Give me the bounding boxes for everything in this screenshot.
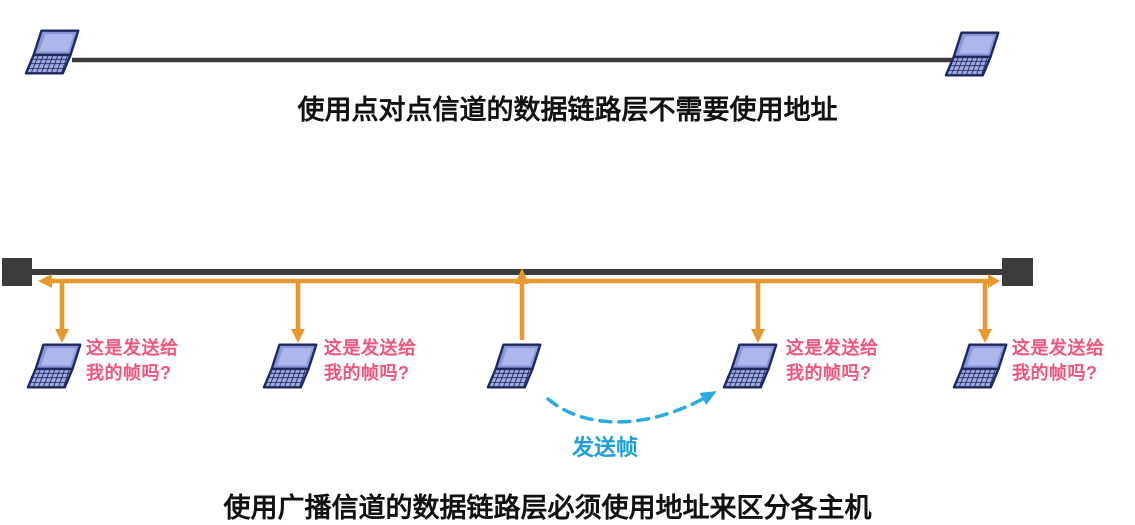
arrowhead-down-host4-icon: [751, 329, 765, 343]
arrowhead-down-host5-icon: [978, 329, 992, 343]
laptop-icon-host-2: [262, 343, 318, 389]
arrowhead-left-icon: [38, 274, 52, 288]
bus-terminator-left: [2, 258, 32, 286]
frame-question-line1: 这是发送给: [1012, 338, 1105, 358]
laptop-icon-host-1: [26, 343, 82, 389]
frame-question-line2: 我的帧吗?: [786, 363, 872, 383]
laptop-icon-host-5: [952, 343, 1008, 389]
broadcast-arrowheads: [38, 268, 1000, 343]
send-frame-label: 发送帧: [572, 435, 639, 460]
laptop-icon-host-4: [722, 343, 778, 389]
laptop-icon-top-left: [24, 29, 80, 75]
laptop-icon-top-right: [944, 31, 1000, 77]
frame-question-host-1: 这是发送给 我的帧吗?: [86, 336, 179, 386]
broadcast-caption: 使用广播信道的数据链路层必须使用地址来区分各主机: [223, 493, 872, 523]
p2p-caption: 使用点对点信道的数据链路层不需要使用地址: [297, 95, 838, 125]
arrowhead-down-host1-icon: [55, 329, 69, 343]
frame-question-line2: 我的帧吗?: [324, 363, 410, 383]
bus-terminator-right: [1002, 258, 1033, 286]
frame-question-line2: 我的帧吗?: [1012, 363, 1098, 383]
send-frame-arrow: [546, 391, 717, 424]
broadcast-arrow-lines: [52, 278, 988, 340]
frame-question-host-5: 这是发送给 我的帧吗?: [1012, 336, 1105, 386]
arrowhead-up-sender-icon: [515, 268, 529, 284]
frame-question-line1: 这是发送给: [786, 338, 879, 358]
frame-question-line1: 这是发送给: [86, 338, 179, 358]
frame-question-line1: 这是发送给: [324, 338, 417, 358]
arrowhead-right-icon: [988, 274, 1000, 288]
frame-question-line2: 我的帧吗?: [86, 363, 172, 383]
frame-question-host-4: 这是发送给 我的帧吗?: [786, 336, 879, 386]
arrowhead-down-host2-icon: [291, 329, 305, 343]
frame-question-host-2: 这是发送给 我的帧吗?: [324, 336, 417, 386]
laptop-icon-host-3-sender: [486, 343, 542, 389]
